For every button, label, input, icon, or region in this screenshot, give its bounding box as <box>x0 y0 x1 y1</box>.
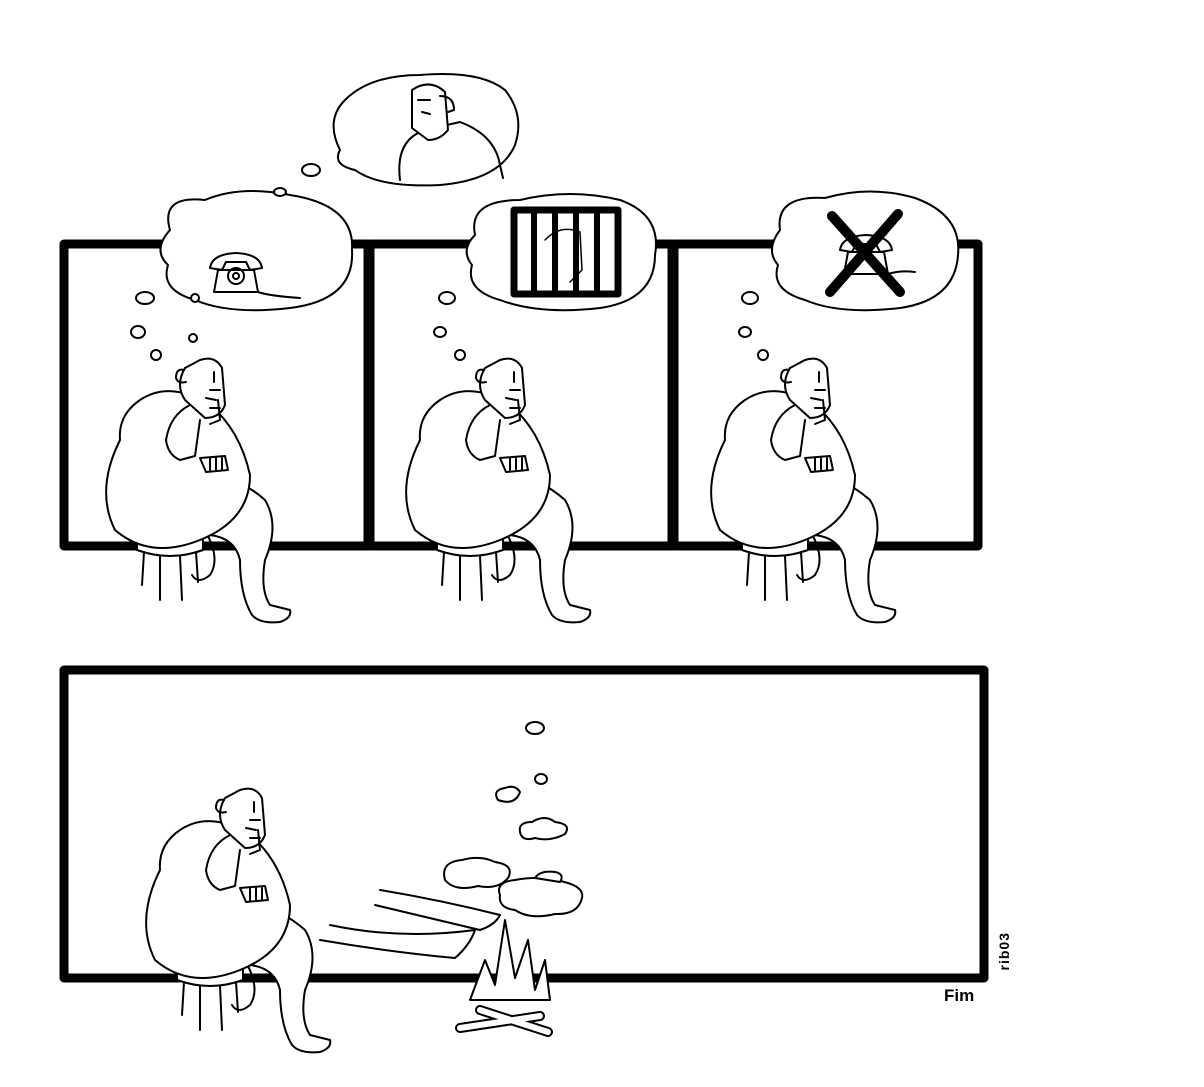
man-figure-warming-hands <box>145 787 332 1054</box>
panel-1 <box>59 190 373 624</box>
panel-4 <box>59 665 989 1054</box>
panel-3-thought-bubble <box>738 190 960 361</box>
stretched-arms <box>319 889 501 959</box>
man-figure <box>105 357 292 624</box>
panel-1-thought-bubble <box>130 190 354 361</box>
panel-3 <box>669 190 983 624</box>
crossed-out-telephone-icon <box>825 209 916 297</box>
jail-bars-icon <box>510 206 622 298</box>
person-on-phone-icon <box>398 83 504 181</box>
artist-signature: rib03 <box>996 932 1012 971</box>
panel-2-thought-bubble <box>433 193 657 361</box>
man-figure <box>710 357 897 624</box>
upper-thought-bubble <box>273 73 520 197</box>
smoke-puffs <box>443 721 584 918</box>
telephone-icon <box>209 252 301 299</box>
panel-2 <box>365 193 677 624</box>
man-figure <box>405 357 592 624</box>
campfire-icon <box>455 919 553 1037</box>
end-label: Fim <box>944 986 975 1005</box>
